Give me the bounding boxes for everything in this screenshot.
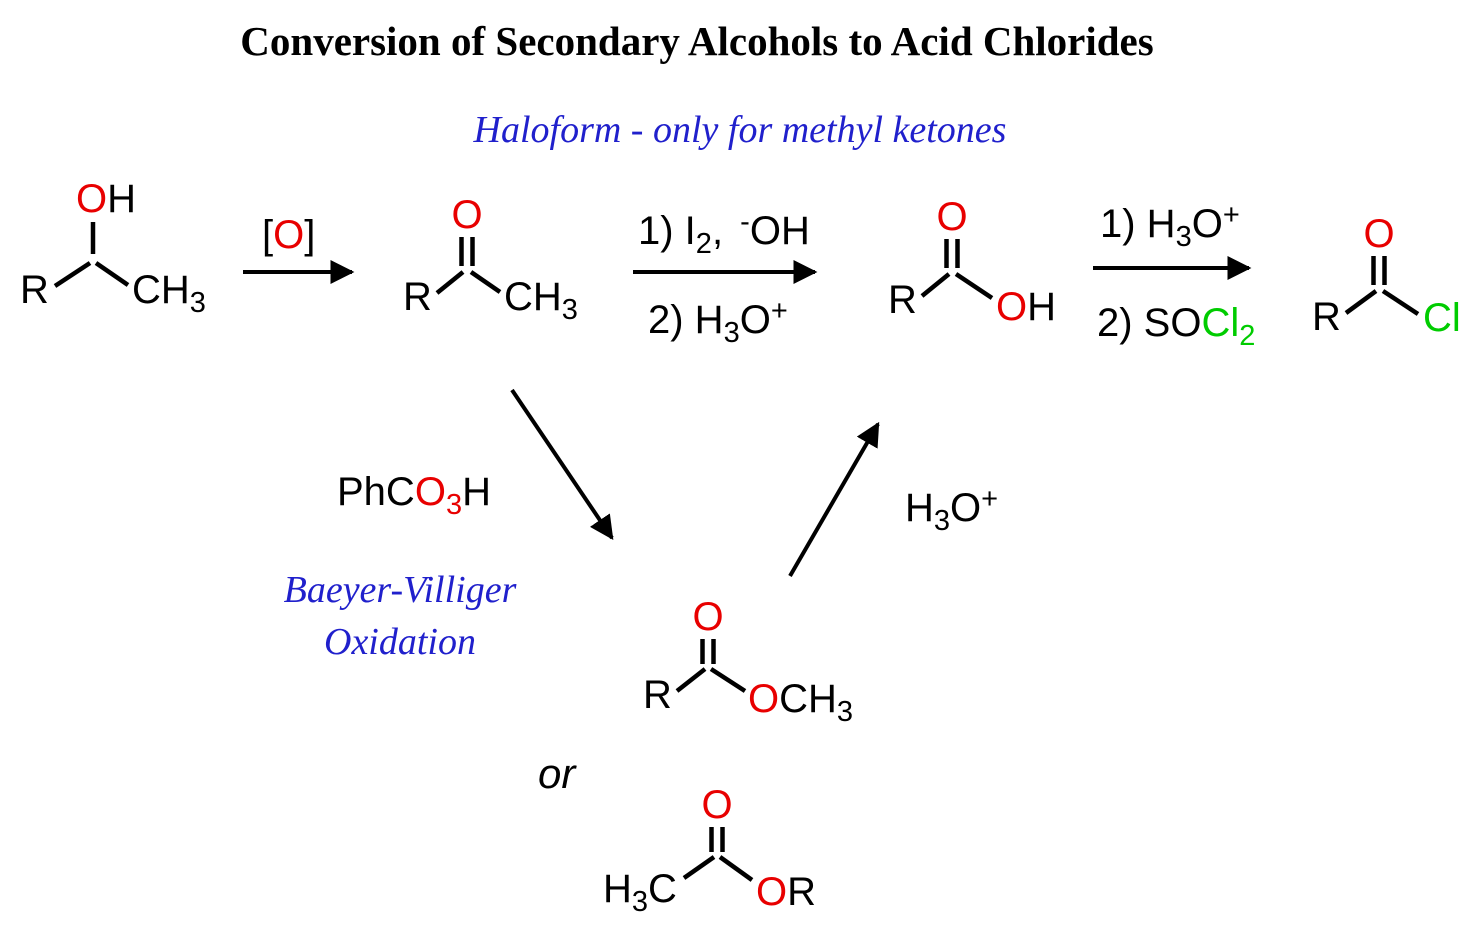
chloride-label: Cl <box>1423 296 1461 340</box>
hydrolysis-step: H3O+ <box>788 421 998 578</box>
hydroxyl-label: OH <box>76 177 136 221</box>
hydroxyl-label: OH <box>996 285 1056 329</box>
r-group-label: R <box>888 278 917 322</box>
superscript-plus: + <box>1223 199 1240 231</box>
carboxylic-acid-structure: O R OH <box>888 195 1056 329</box>
haloform-step2-label: 2) H3O+ <box>648 295 788 349</box>
ester-oxygen: O <box>756 870 787 914</box>
hydroxyl-oxygen: O <box>996 285 1027 329</box>
subscript: 3 <box>934 505 950 537</box>
chlorine-atoms: Cl <box>1201 301 1239 345</box>
hydronium-label: H3O+ <box>905 483 998 537</box>
subscript: 3 <box>446 489 462 521</box>
methoxy-label: OCH3 <box>748 677 853 728</box>
oxidation-step: [O] <box>243 213 355 284</box>
subscript: 3 <box>1176 221 1192 253</box>
hydroxyl-oxygen: O <box>76 177 107 221</box>
hydroxyl-hydrogen: H <box>1027 285 1056 329</box>
methyl-label: CH3 <box>504 275 578 326</box>
subscript: 2 <box>696 228 712 260</box>
ch3-c-bond <box>682 855 716 880</box>
acid-chloride-structure: O R Cl <box>1312 212 1461 340</box>
subscript: 3 <box>724 317 740 349</box>
methyl-ester-structure: O R OCH3 <box>643 595 853 728</box>
reaction-arrow-hydrolysis <box>788 421 880 578</box>
r-group-label: R <box>1312 295 1341 339</box>
or-label: or <box>538 750 577 797</box>
page-title: Conversion of Secondary Alcohols to Acid… <box>240 18 1153 64</box>
methyl-ketone-structure: O R CH3 <box>403 193 578 326</box>
peracid-label: PhCO3H <box>337 470 491 521</box>
ester-oxygen: O <box>748 677 779 721</box>
c-ch3-bond <box>94 261 130 287</box>
hydroxyl-hydrogen: H <box>107 177 136 221</box>
thionyl-chloride-label: 2) SOCl2 <box>1097 301 1255 352</box>
baeyer-villiger-step: PhCO3H Baeyer-Villiger Oxidation <box>284 388 614 663</box>
r-c-bond <box>920 272 951 298</box>
methyl-label: H3C <box>603 867 677 918</box>
alkoxy-label: OR <box>756 870 816 914</box>
oxidant-label: [O] <box>262 213 315 257</box>
carbonyl-oxygen-label: O <box>451 193 482 237</box>
acetate-ester-structure: O H3C OR <box>603 783 816 918</box>
c-ch3-bond <box>469 270 502 294</box>
peracid-oxygen: O <box>415 470 446 514</box>
reaction-arrow-baeyer-villiger <box>510 388 614 540</box>
subscript: 3 <box>837 696 853 728</box>
baeyer-villiger-note-line1: Baeyer-Villiger <box>284 569 517 611</box>
carbonyl-oxygen-label: O <box>701 783 732 827</box>
chlorination-step: 1) H3O+ 2) SOCl2 <box>1093 199 1255 352</box>
carbonyl-oxygen-label: O <box>936 195 967 239</box>
haloform-step: 1) I2, -OH 2) H3O+ <box>633 206 818 349</box>
c-o-ester-bond <box>718 855 754 882</box>
c-cl-bond <box>1381 289 1420 316</box>
superscript-plus: + <box>771 295 788 327</box>
r-group: R <box>787 870 816 914</box>
superscript-plus: + <box>981 483 998 515</box>
oxidant-oxygen: O <box>273 213 304 257</box>
secondary-alcohol-structure: OH R CH3 <box>20 177 206 319</box>
c-o-ester-bond <box>709 667 747 693</box>
r-group-label: R <box>20 268 49 312</box>
r-c-bond <box>675 667 707 693</box>
workup-step1-label: 1) H3O+ <box>1100 199 1240 253</box>
subscript: 2 <box>1239 320 1255 352</box>
superscript-minus: - <box>740 206 750 238</box>
subscript: 3 <box>632 886 648 918</box>
c-oh-bond <box>954 272 994 300</box>
haloform-step1-label: 1) I2, -OH <box>638 206 810 260</box>
subscript: 3 <box>190 287 206 319</box>
methyl-label: CH3 <box>132 268 206 319</box>
subscript: 3 <box>562 294 578 326</box>
carbonyl-oxygen-label: O <box>1363 212 1394 256</box>
r-c-bond <box>435 270 465 295</box>
baeyer-villiger-note-line2: Oxidation <box>324 621 476 663</box>
haloform-note: Haloform - only for methyl ketones <box>473 109 1007 151</box>
r-group-label: R <box>643 673 672 717</box>
carbonyl-oxygen-label: O <box>692 595 723 639</box>
r-group-label: R <box>403 275 432 319</box>
r-c-bond <box>1344 289 1378 315</box>
r-c-bond <box>53 261 92 288</box>
